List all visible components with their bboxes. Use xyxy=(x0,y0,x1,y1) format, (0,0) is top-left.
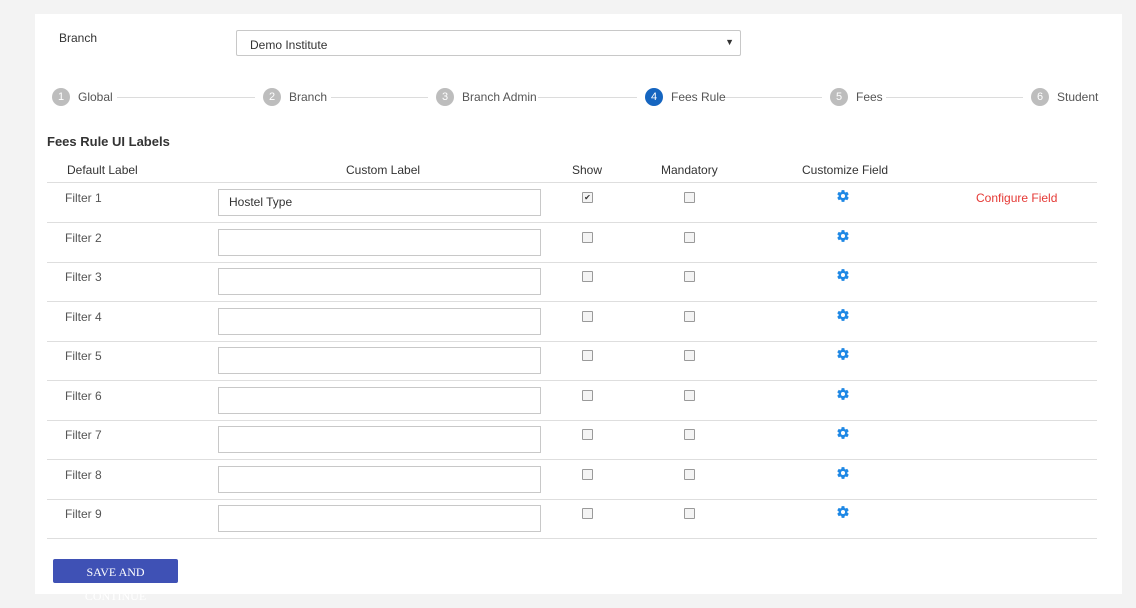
step-6[interactable]: 6 Student xyxy=(1031,88,1098,106)
gear-icon[interactable] xyxy=(836,466,850,480)
header-customize-field: Customize Field xyxy=(802,163,889,177)
check-icon: ✔ xyxy=(584,193,591,202)
branch-label: Branch xyxy=(59,31,98,45)
gear-icon[interactable] xyxy=(836,268,850,282)
stepper-connector xyxy=(538,97,637,98)
header-custom-label: Custom Label xyxy=(346,163,421,177)
default-label: Filter 7 xyxy=(65,428,102,442)
table-row: Filter 8 xyxy=(47,460,1097,500)
custom-label-input[interactable] xyxy=(218,386,541,414)
save-and-continue-button[interactable]: Save and Continue xyxy=(53,559,178,603)
default-label: Filter 8 xyxy=(65,467,102,482)
branch-select[interactable]: Demo Institute ▼ xyxy=(236,30,741,56)
gear-icon[interactable] xyxy=(836,229,850,243)
gear-icon[interactable] xyxy=(836,347,850,361)
gear-icon[interactable] xyxy=(836,189,850,203)
stepper-connector xyxy=(886,97,1023,98)
gear-icon[interactable] xyxy=(836,308,850,322)
step-4[interactable]: 4 Fees Rule xyxy=(645,88,726,106)
step-number: 2 xyxy=(263,88,281,106)
header-show: Show xyxy=(572,163,603,177)
mandatory-checkbox[interactable] xyxy=(684,192,695,203)
default-label: Filter 2 xyxy=(65,230,102,245)
show-checkbox[interactable] xyxy=(582,468,593,480)
step-number: 3 xyxy=(436,88,454,106)
configure-field-link[interactable]: Configure Field xyxy=(976,191,1058,205)
show-checkbox[interactable]: ✔ xyxy=(582,192,593,203)
default-label: Filter 5 xyxy=(65,349,102,363)
header-default-label: Default Label xyxy=(67,163,138,177)
section-title: Fees Rule UI Labels xyxy=(47,134,170,149)
step-label: Fees Rule xyxy=(671,90,726,104)
show-checkbox[interactable] xyxy=(582,508,593,519)
gear-icon[interactable] xyxy=(836,426,850,440)
table-row: Filter 3 xyxy=(47,262,1097,302)
mandatory-checkbox[interactable] xyxy=(684,231,695,243)
mandatory-checkbox[interactable] xyxy=(684,310,695,322)
custom-label-input[interactable] xyxy=(218,307,541,335)
custom-label-input[interactable] xyxy=(218,268,541,295)
default-label: Filter 6 xyxy=(65,388,102,403)
header-mandatory: Mandatory xyxy=(661,163,718,177)
mandatory-checkbox[interactable] xyxy=(684,389,695,401)
step-label: Fees xyxy=(856,90,883,104)
custom-label-input[interactable] xyxy=(218,465,541,493)
stepper-connector xyxy=(117,97,255,98)
default-label: Filter 3 xyxy=(65,270,102,284)
custom-label-input[interactable] xyxy=(218,505,541,532)
table-row: Filter 5 xyxy=(47,341,1097,381)
step-1[interactable]: 1 Global xyxy=(52,88,113,106)
table-row: Filter 1 Hostel Type ✔ Configure Field xyxy=(47,183,1097,223)
step-label: Branch xyxy=(289,90,328,104)
gear-icon[interactable] xyxy=(836,505,850,519)
show-checkbox[interactable] xyxy=(582,310,593,322)
custom-label-input[interactable] xyxy=(218,228,541,256)
mandatory-checkbox[interactable] xyxy=(684,429,695,440)
step-label: Global xyxy=(78,90,113,104)
custom-label-input[interactable] xyxy=(218,426,541,453)
step-number: 4 xyxy=(645,88,663,106)
step-label: Student xyxy=(1057,90,1099,104)
table-row: Filter 2 xyxy=(47,223,1097,263)
default-label: Filter 9 xyxy=(65,507,102,521)
table-row: Filter 7 xyxy=(47,420,1097,460)
step-5[interactable]: 5 Fees xyxy=(830,88,883,106)
mandatory-checkbox[interactable] xyxy=(684,468,695,480)
table-row: Filter 4 xyxy=(47,302,1097,342)
stepper-connector xyxy=(331,97,428,98)
show-checkbox[interactable] xyxy=(582,271,593,282)
default-label: Filter 1 xyxy=(65,191,102,205)
show-checkbox[interactable] xyxy=(582,350,593,361)
table-row: Filter 6 xyxy=(47,381,1097,421)
step-number: 5 xyxy=(830,88,848,106)
default-label: Filter 4 xyxy=(65,309,102,324)
table-header: Default Label Custom Label Show Mandator… xyxy=(47,160,1097,183)
mandatory-checkbox[interactable] xyxy=(684,271,695,282)
step-3[interactable]: 3 Branch Admin xyxy=(436,88,537,106)
step-number: 6 xyxy=(1031,88,1049,106)
branch-select-value: Demo Institute xyxy=(250,38,328,52)
stepper-connector xyxy=(725,97,822,98)
gear-icon[interactable] xyxy=(836,387,850,401)
show-checkbox[interactable] xyxy=(582,231,593,243)
mandatory-checkbox[interactable] xyxy=(684,508,695,519)
custom-label-input[interactable]: Hostel Type xyxy=(218,189,541,216)
progress-stepper: 1 Global 2 Branch 3 Branch Admin 4 Fees Rule 5 Fe… xyxy=(52,88,1098,108)
caret-down-icon: ▼ xyxy=(725,37,734,47)
table-row: Filter 9 xyxy=(47,499,1097,539)
step-2[interactable]: 2 Branch xyxy=(263,88,327,106)
custom-label-input[interactable] xyxy=(218,347,541,374)
step-label: Branch Admin xyxy=(462,90,537,104)
mandatory-checkbox[interactable] xyxy=(684,350,695,361)
step-number: 1 xyxy=(52,88,70,106)
show-checkbox[interactable] xyxy=(582,429,593,440)
show-checkbox[interactable] xyxy=(582,389,593,401)
